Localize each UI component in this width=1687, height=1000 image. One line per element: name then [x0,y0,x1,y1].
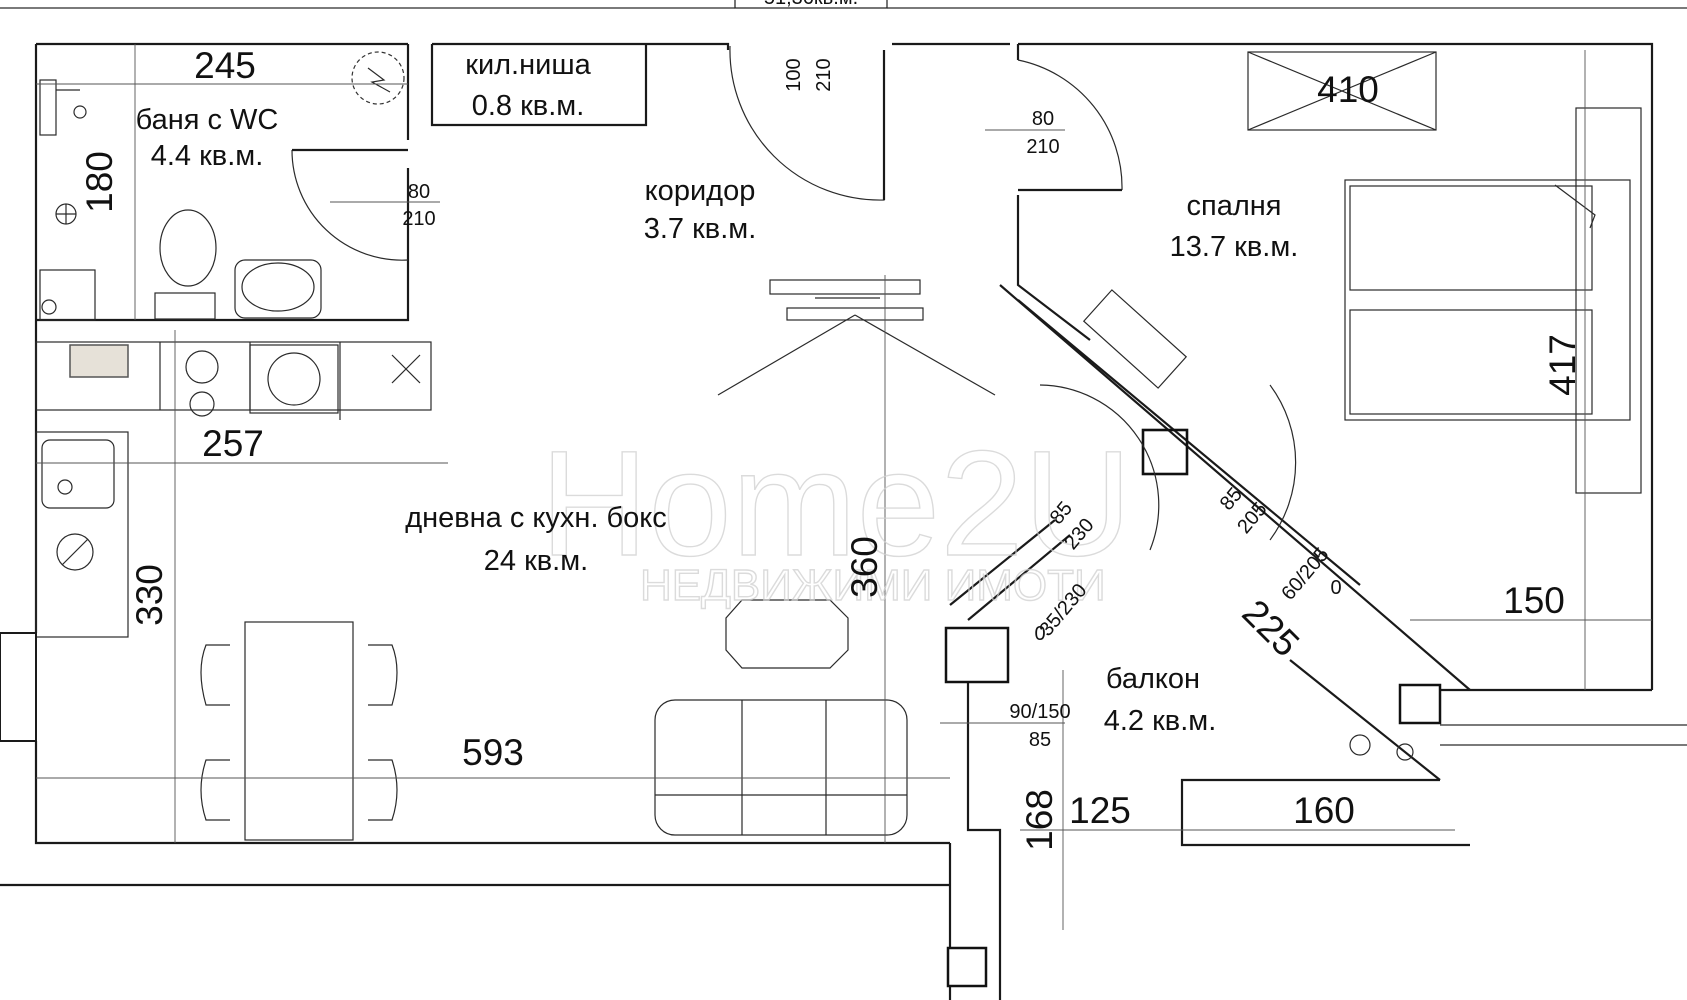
bath-name: баня с WC [136,104,279,136]
balcony-name: балкон [1106,663,1200,695]
doors [291,45,1297,551]
header-area: 51,36кв.м. [0,0,1687,9]
tv-unit [717,279,996,396]
dim-593: 593 [462,732,524,773]
door-labels: 100 210 80 210 80 210 85 230 85 205 35/2… [330,58,1342,751]
fridge-icon [69,344,129,378]
dim-168: 168 [1019,789,1060,851]
window2-size: 60/205 [1277,544,1333,605]
bath-door-h: 210 [402,208,435,230]
closet-name: кил.ниша [465,49,591,81]
watermark-logo: Home2U [540,419,1132,587]
kitchen-fixtures [41,344,421,571]
watermark: Home2U НЕДВИЖИМИ ИМОТИ [539,418,1132,610]
sofa [654,599,908,836]
entry-door-w: 100 [783,58,805,91]
bed [1344,179,1631,421]
window3-h: 85 [1029,729,1051,751]
wardrobe-box [1247,51,1437,131]
corridor-name: коридор [645,175,756,207]
boiler-icon [351,51,405,105]
living-name: дневна с кухн. бокс [405,502,667,534]
bed-door-h: 210 [1026,136,1059,158]
bedroom-name: спалня [1187,190,1282,222]
dim-410: 410 [1317,69,1379,110]
stove-icon [56,533,94,571]
hob-icon [185,350,219,384]
corridor-area: 3.7 кв.м. [644,213,757,245]
window2-z: 0 [1330,577,1341,599]
area-total-text: 51,36кв.м. [764,0,858,9]
bedroom-area: 13.7 кв.м. [1170,231,1299,263]
sink-icon [241,262,315,312]
walls [0,42,1687,1000]
window1-z: 0 [1034,623,1045,645]
dim-150: 150 [1503,580,1565,621]
toilet-icon [159,209,217,287]
kitchen-sink-icon [41,439,115,509]
dim-225: 225 [1235,592,1308,665]
closet-area: 0.8 кв.м. [472,90,585,122]
bed-door-w: 80 [1032,108,1054,130]
washer-icon [267,352,321,406]
dim-180: 180 [79,151,120,213]
columns [944,626,1442,988]
bath-area: 4.4 кв.м. [151,140,264,172]
dim-417: 417 [1542,334,1583,396]
bedroom-furniture [1082,51,1642,494]
dim-245: 245 [194,45,256,86]
entry-door-h: 210 [813,58,835,91]
dim-330: 330 [129,564,170,626]
dim-257: 257 [202,423,264,464]
dim-360: 360 [844,536,885,598]
coffee-table [725,599,849,669]
dining-set [200,621,398,841]
window3-size: 90/150 [1009,701,1070,723]
balcony-area: 4.2 кв.м. [1104,705,1217,737]
dimension-lines [36,44,1652,930]
living-area: 24 кв.м. [484,545,588,577]
watermark-tagline: НЕДВИЖИМИ ИМОТИ [640,561,1106,610]
bath-door-w: 80 [408,181,430,203]
bathroom-fixtures [39,51,405,321]
dim-160: 160 [1293,790,1355,831]
dim-125: 125 [1069,790,1131,831]
room-labels: баня с WC 4.4 кв.м. кил.ниша 0.8 кв.м. к… [136,49,1299,737]
